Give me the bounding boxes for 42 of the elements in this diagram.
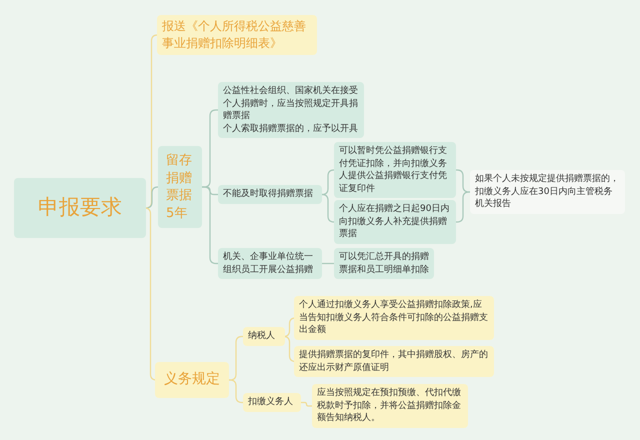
topic-text: 义务规定 [163, 370, 221, 389]
connector-line [322, 262, 334, 264]
connector-line [282, 317, 296, 338]
topic-text: 如果个人未按规定提供捐赠票据的，扣缴义务人应在30日内向主管税务机关报告 [475, 173, 620, 211]
subtopic-box [294, 346, 494, 378]
topic-text: 机关、企事业单位统一组织员工开展公益捐赠 [223, 251, 314, 276]
connector-line [144, 34, 158, 209]
subtopic-box [334, 142, 456, 198]
topic-text: 不能及时取得捐赠票据 [223, 188, 314, 201]
topic-text: 申报要求 [38, 194, 122, 222]
topic-text: 扣缴义务人 [248, 396, 294, 409]
topic-text: 个人通过扣缴义务人享受公益捐赠扣除政策,应当告知扣缴义务人符合条件可扣除的公益捐赠支出金额 [299, 299, 489, 337]
subtopic-box [218, 82, 364, 138]
topic-text: 纳税人 [248, 330, 276, 343]
subtopic-box [334, 248, 434, 280]
subtopic-box [218, 248, 322, 280]
topic-text: 可以暂时凭公益捐赠银行支付凭证扣除，并向扣缴义务人提供公益捐赠银行支付凭证复印件 [339, 145, 448, 196]
connector-line [321, 194, 335, 223]
subtopic-box [218, 185, 322, 204]
connector-line [321, 169, 335, 196]
connector-line [456, 169, 470, 193]
topic-text: 留存捐赠票据5年 [166, 152, 192, 222]
subtopic-box [334, 200, 456, 244]
subtopic-box [243, 327, 285, 346]
topic-text: 公益性社会组织、国家机关在接受个人捐赠时，应当按照规定开具捐赠票据 [223, 85, 359, 123]
topic-text: 可以凭汇总开具的捐赠票据和员工明细单扣除 [339, 251, 429, 276]
topic-text: 提供捐赠票据的复印件，其中捐赠股权、房产的还应出示财产原值证明 [299, 349, 489, 374]
topic-box [157, 15, 317, 55]
topic-text: 报送《个人所得税公益慈善事业捐赠扣除明细表》 [162, 18, 307, 52]
topic-text: 个人应在捐赠之日起90日内向扣缴义务人补充提供捐赠票据 [339, 203, 450, 241]
topic-box [155, 362, 229, 398]
connector-line [282, 336, 296, 362]
topic-box [158, 146, 202, 228]
topic-text: 个人索取捐赠票据的，应予以开具 [223, 122, 359, 136]
root-topic-box [14, 178, 146, 238]
connector-line [301, 402, 312, 407]
subtopic-box [243, 393, 301, 412]
connector-line [145, 186, 159, 209]
topic-text: 应当按照规定在预扣预缴、代扣代缴税款时予扣除，并将公益捐赠扣除金额告知纳税人。 [317, 387, 462, 425]
connector-line [229, 379, 243, 404]
connector-line [144, 207, 158, 381]
subtopic-box [312, 384, 468, 428]
